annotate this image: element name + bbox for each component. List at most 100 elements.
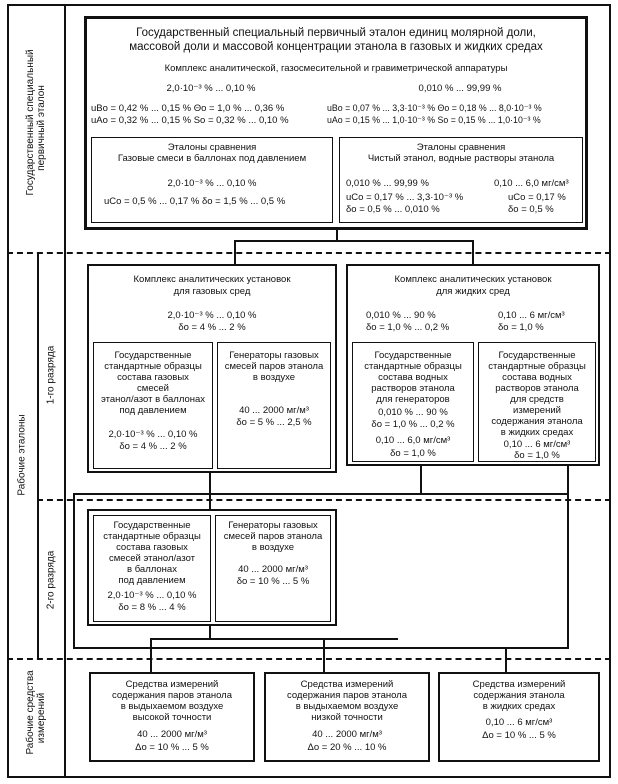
cat1-liquid-range2: 0,10 ... 6 мг/см³ — [498, 310, 565, 321]
connector — [209, 472, 211, 494]
primary-subtitle: Комплекс аналитической, газосмесительной… — [164, 63, 508, 74]
connector — [150, 638, 398, 640]
gso-gas-cat2-box: Государственные стандартные образцы сост… — [93, 515, 211, 622]
instrument-high-line: содержания паров этанола — [111, 690, 232, 701]
cat2-box: Государственные стандартные образцы сост… — [87, 509, 337, 626]
instrument-high-precision-box: Средства измерений содержания паров этан… — [89, 672, 255, 762]
generator-cat1-box: Генераторы газовых смесей паров этанола … — [217, 342, 331, 469]
gso-gas-cat2-line: в баллонах — [127, 564, 177, 575]
gso-water-si-line: растворов этанола — [495, 383, 579, 394]
primary-gas-line2: uAo = 0,32 % ... 0,15 % So = 0,32 % ... … — [91, 115, 289, 126]
comparison-gas-title2: Газовые смеси в баллонах под давлением — [117, 153, 307, 164]
connector — [420, 465, 422, 495]
comparison-liquid-line2b: δo = 0,5 % — [508, 204, 554, 215]
gso-water-gen-range: 0,010 % ... 90 % — [378, 407, 448, 418]
comparison-liquid-line1b: uCo = 0,17 % — [508, 192, 566, 203]
instrument-low-delta: Δo = 20 % ... 10 % — [307, 742, 387, 753]
comparison-gas-line1: uCo = 0,5 % ... 0,17 % δo = 1,5 % ... 0,… — [104, 196, 286, 207]
primary-gas-line1: uBo = 0,42 % ... 0,15 % Θo = 1,0 % ... 0… — [91, 103, 285, 114]
generator-cat2-line: Генераторы газовых — [228, 520, 318, 531]
primary-liquid-line1: uBo = 0,07 % ... 3,3·10⁻³ % Θo = 0,18 % … — [327, 103, 542, 113]
comparison-gas-title1: Эталоны сравнения — [167, 142, 257, 153]
gso-water-si-line: стандартные образцы — [488, 361, 586, 372]
generator-cat1-range: 40 ... 2000 мг/м³ — [239, 405, 309, 416]
instrument-low-line: в выдыхаемом воздухе — [295, 701, 399, 712]
gso-water-gen-delta2: δo = 1,0 % — [390, 448, 436, 459]
comparison-gas-box: Эталоны сравнения Газовые смеси в баллон… — [91, 137, 333, 223]
connector — [505, 647, 507, 672]
cat1-liquid-complex-box: Комплекс аналитических установок для жид… — [346, 264, 600, 466]
cat1-liquid-delta2: δo = 1,0 % — [498, 322, 544, 333]
gso-water-si-line: содержания этанола — [491, 416, 583, 427]
connector — [472, 240, 474, 264]
gso-gas-cat2-line: состава газовых — [116, 542, 188, 553]
primary-liquid-range: 0,010 % ... 99,99 % — [418, 83, 502, 94]
instrument-liquid-box: Средства измерений содержания этанола в … — [438, 672, 600, 762]
connector — [150, 638, 152, 672]
gso-water-si-line: состава водных — [502, 372, 572, 383]
primary-liquid-line2: uAo = 0,15 % ... 1,0·10⁻³ % So = 0,15 % … — [327, 115, 541, 125]
generator-cat2-delta: δo = 10 % ... 5 % — [236, 576, 310, 587]
instrument-low-line: содержания паров этанола — [286, 690, 407, 701]
gso-water-gen-line: растворов этанола — [371, 383, 455, 394]
left-column-divider — [64, 4, 66, 778]
comparison-liquid-line2a: δo = 0,5 % ... 0,010 % — [346, 204, 440, 215]
generator-cat2-box: Генераторы газовых смесей паров этанола … — [215, 515, 331, 622]
connector — [234, 240, 236, 264]
instrument-liquid-line: содержания этанола — [473, 690, 565, 701]
instrument-liquid-line: Средства измерений — [472, 679, 566, 690]
gso-water-gen-range2: 0,10 ... 6,0 мг/см³ — [375, 435, 451, 446]
cat1-gas-complex-box: Комплекс аналитических установок для газ… — [87, 264, 337, 473]
instrument-liquid-line: в жидких средах — [482, 701, 556, 712]
gso-water-gen-line: стандартные образцы — [364, 361, 462, 372]
gso-gas-cat1-range: 2,0·10⁻³ % ... 0,10 % — [108, 429, 198, 440]
comparison-liquid-line1a: uCo = 0,17 % ... 3,3·10⁻³ % — [346, 192, 464, 203]
gso-gas-cat1-line: под давлением — [119, 405, 187, 416]
separator-cat1-cat2 — [37, 499, 611, 501]
instrument-high-range: 40 ... 2000 мг/м³ — [137, 729, 207, 740]
connector — [234, 240, 474, 242]
outer-frame — [7, 4, 611, 778]
connector — [73, 493, 75, 648]
gso-gas-cat2-range: 2,0·10⁻³ % ... 0,10 % — [107, 590, 197, 601]
gso-water-si-line: Государственные — [498, 350, 576, 361]
cat1-gas-title1: Комплекс аналитических установок — [133, 274, 291, 285]
gso-gas-cat2-line: смесей этанол/азот — [108, 553, 196, 564]
generator-cat1-line: смесей паров этанола — [224, 361, 324, 372]
gso-gas-cat1-line: состава газовых — [117, 372, 189, 383]
gso-water-si-line: измерений — [513, 405, 561, 416]
instrument-liquid-range: 0,10 ... 6 мг/см³ — [485, 717, 553, 728]
label-working-instruments: Рабочие средства измерений — [25, 670, 47, 755]
gso-water-gen-line: Государственные — [374, 350, 452, 361]
instrument-high-line: высокой точности — [132, 712, 212, 723]
instrument-low-range: 40 ... 2000 мг/м³ — [312, 729, 382, 740]
connector — [323, 638, 325, 672]
label-primary-standard: Государственный специальный первичный эт… — [25, 49, 47, 196]
instrument-liquid-delta: Δo = 10 % ... 5 % — [482, 730, 556, 741]
gso-gas-cat1-line: смесей — [137, 383, 169, 394]
connector — [209, 493, 211, 509]
label-category-1: 1-го разряда — [45, 345, 57, 405]
generator-cat1-line: в воздухе — [252, 372, 296, 383]
gso-water-gen-delta: δo = 1,0 % ... 0,2 % — [371, 419, 455, 430]
cat1-liquid-range1: 0,010 % ... 90 % — [366, 310, 436, 321]
gso-gas-cat1-line: Государственные — [114, 350, 192, 361]
instrument-high-line: в выдыхаемом воздухе — [120, 701, 224, 712]
gso-water-generators-box: Государственные стандартные образцы сост… — [352, 342, 474, 462]
connector — [209, 625, 211, 639]
gso-water-si-delta: δo = 1,0 % — [514, 450, 560, 461]
comparison-gas-range: 2,0·10⁻³ % ... 0,10 % — [167, 178, 257, 189]
instrument-high-line: Средства измерений — [125, 679, 219, 690]
primary-title-line1: Государственный специальный первичный эт… — [136, 27, 536, 39]
working-subcolumn-divider — [37, 253, 39, 658]
comparison-liquid-title1: Эталоны сравнения — [416, 142, 506, 153]
cat1-liquid-delta1: δo = 1,0 % ... 0,2 % — [366, 322, 450, 333]
primary-title-line2: массовой доли и массовой концентрации эт… — [129, 41, 543, 53]
gso-water-si-line: в жидких средах — [500, 427, 574, 438]
gso-water-si-line: для средств — [510, 394, 564, 405]
gso-gas-cat2-line: Государственные — [113, 520, 191, 531]
gso-gas-cat1-line: стандартные образцы — [104, 361, 202, 372]
comparison-liquid-range1: 0,010 % ... 99,99 % — [346, 178, 429, 189]
gso-gas-cat1-box: Государственные стандартные образцы сост… — [93, 342, 213, 469]
gso-gas-cat1-line: этанол/азот в баллонах — [100, 394, 206, 405]
